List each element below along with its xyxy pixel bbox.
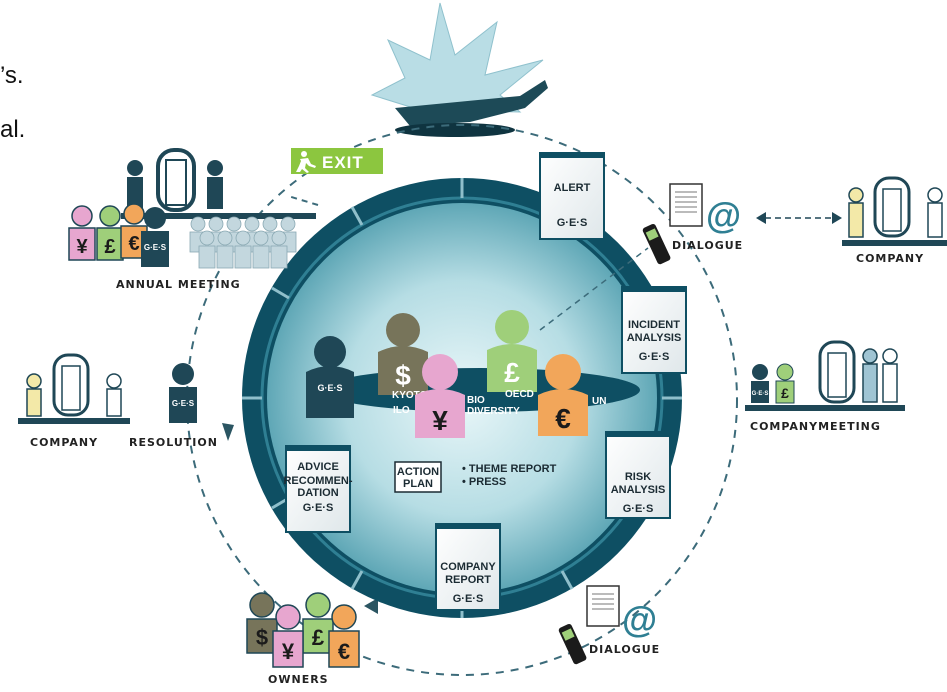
label-owners: OWNERS: [268, 673, 329, 686]
resolution-ges-figure: G·E·S: [169, 363, 197, 423]
cycle-arrowhead-owners: [364, 598, 378, 614]
label-company-right: COMPANY: [856, 252, 924, 265]
action-plan-label-2: PLAN: [403, 478, 433, 490]
label-kyoto: KYOTO: [392, 390, 428, 401]
dollar-mark: $: [395, 360, 411, 391]
annual-meeting-group: ¥ £ € G·E·S: [68, 148, 316, 269]
doc-incident-title-1: INCIDENT: [628, 319, 680, 331]
doc-brand: G·E·S: [453, 593, 484, 605]
doc-risk-title-2: ANALYSIS: [611, 484, 666, 496]
dialogue-bottom-group: @: [558, 585, 657, 665]
doc-company-report-title-1: COMPANY: [440, 561, 496, 573]
company-right-group: [842, 176, 947, 246]
doc-company-report-title-2: REPORT: [445, 574, 491, 586]
text-fragment-1: ’s.: [0, 62, 24, 89]
exit-sign: EXIT: [291, 148, 383, 174]
bullet-theme-report: • THEME REPORT: [462, 463, 557, 475]
bullet-press: • PRESS: [462, 476, 506, 488]
label-company-left: COMPANY: [30, 436, 98, 449]
svg-text:£: £: [781, 385, 789, 401]
text-fragment-2: al.: [0, 116, 26, 143]
dollar-investor-figure: $: [378, 313, 428, 395]
ges-mark: G·E·S: [317, 383, 342, 393]
svg-text:€: €: [338, 639, 350, 664]
yen-investor-figure: ¥: [415, 354, 465, 438]
euro-mark: €: [555, 403, 571, 434]
doc-risk-title-1: RISK: [625, 471, 651, 483]
process-cycle-dashed-line: [186, 124, 738, 676]
company-meeting-group: G·E·S £: [745, 340, 905, 411]
ges-figure-center: G·E·S: [306, 336, 354, 418]
doc-brand: G·E·S: [623, 503, 654, 515]
svg-text:G·E·S: G·E·S: [144, 243, 167, 252]
doc-brand: G·E·S: [557, 217, 588, 229]
label-un: UN: [592, 396, 606, 407]
doc-incident-title-2: ANALYSIS: [627, 332, 682, 344]
center-organizations-group: G·E·S $ £ KYOTO ILO OECD BIO DIVERSITY U…: [306, 310, 640, 438]
podium-icon: [156, 148, 196, 212]
pound-investor-figure: £: [487, 310, 537, 392]
label-bio: BIO: [467, 395, 485, 406]
svg-text:£: £: [104, 236, 115, 258]
annual-meeting-investors: ¥ £ € G·E·S: [68, 203, 169, 267]
doc-brand: G·E·S: [639, 351, 670, 363]
mobile-phone-icon: [558, 623, 587, 665]
doc-advice-recommendation: ADVICE RECOMMEN- DATION G·E·S: [283, 445, 353, 533]
action-plan-box: ACTION PLAN: [394, 461, 442, 493]
doc-advice-title-1: ADVICE: [297, 461, 339, 473]
running-person-icon: [296, 151, 316, 173]
label-company-meeting: COMPANYMEETING: [750, 420, 881, 433]
label-oecd: OECD: [505, 389, 534, 400]
label-dialogue-top: DIALOGUE: [672, 239, 743, 252]
svg-text:$: $: [256, 625, 268, 650]
yen-mark: ¥: [432, 405, 448, 436]
doc-alert-title: ALERT: [554, 182, 591, 194]
dialogue-top-group: @: [642, 183, 741, 265]
svg-text:G·E·S: G·E·S: [172, 399, 195, 408]
cycle-arrowhead-resolution: [222, 423, 234, 441]
svg-text:G·E·S: G·E·S: [752, 391, 769, 397]
label-dialogue-bottom: DIALOGUE: [589, 643, 660, 656]
doc-advice-title-2: RECOMMEN-: [283, 475, 352, 487]
sinking-ship-illustration: [370, 2, 548, 137]
company-left-group: [18, 353, 130, 424]
pound-mark: £: [504, 357, 520, 388]
svg-text:¥: ¥: [282, 639, 295, 664]
doc-incident-analysis: INCIDENT ANALYSIS G·E·S: [621, 286, 687, 374]
svg-text:£: £: [312, 625, 325, 650]
label-ilo: ILO: [393, 405, 410, 416]
doc-risk-analysis: RISK ANALYSIS G·E·S: [605, 431, 671, 519]
doc-advice-title-3: DATION: [297, 487, 338, 499]
action-plan-label-1: ACTION: [397, 466, 439, 478]
exit-label: EXIT: [322, 153, 364, 172]
label-resolution: RESOLUTION: [129, 436, 218, 449]
email-at-icon: @: [706, 195, 741, 236]
email-at-icon: @: [622, 599, 657, 640]
doc-company-report: COMPANY REPORT G·E·S: [435, 523, 501, 611]
svg-text:¥: ¥: [76, 236, 88, 258]
mobile-phone-icon: [642, 223, 671, 265]
svg-text:€: €: [128, 233, 139, 255]
dialogue-company-arrow: [756, 212, 842, 224]
doc-alert: ALERT G·E·S: [539, 152, 605, 240]
label-annual-meeting: ANNUAL MEETING: [116, 278, 241, 291]
label-diversity: DIVERSITY: [467, 406, 520, 417]
owners-group: $ £ ¥ €: [246, 592, 360, 668]
doc-brand: G·E·S: [303, 502, 334, 514]
euro-investor-figure: €: [538, 354, 588, 436]
